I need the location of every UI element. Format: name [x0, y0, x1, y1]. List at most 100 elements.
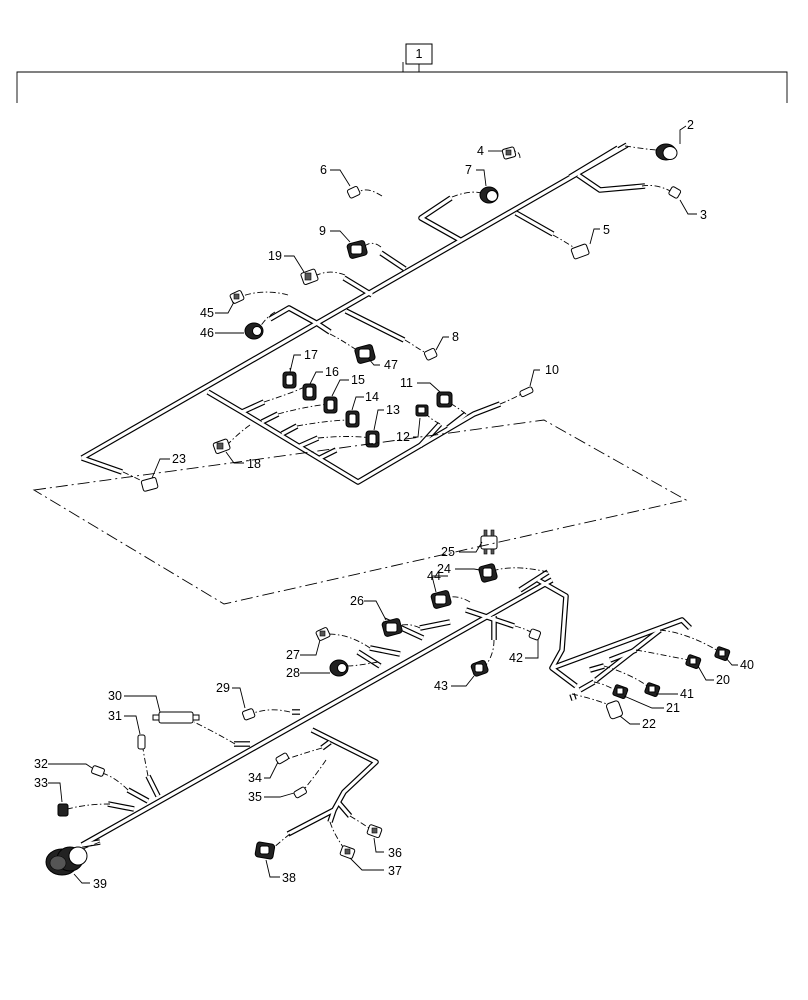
callout-26: 26 — [350, 594, 364, 608]
connector-13 — [365, 430, 380, 448]
assembly-callout-label: 1 — [416, 47, 423, 61]
harness-branch-core — [345, 309, 405, 342]
harness-branch-core — [81, 578, 553, 847]
connector-14 — [345, 410, 360, 428]
harness-branch-core — [577, 173, 646, 192]
connector-27 — [315, 627, 331, 641]
connector-23 — [140, 477, 159, 492]
harness-branch-core — [595, 628, 661, 682]
harness-branch-core — [81, 840, 101, 847]
harness-branch-core — [336, 800, 352, 818]
callout-45: 45 — [200, 306, 214, 320]
harness-branch-core — [551, 618, 692, 670]
callout-37: 37 — [388, 864, 402, 878]
callout-4: 4 — [477, 144, 484, 158]
callout-29: 29 — [216, 681, 230, 695]
callout-44: 44 — [427, 569, 441, 583]
detail-boundary — [32, 419, 688, 605]
callout-14: 14 — [365, 390, 379, 404]
callout-16: 16 — [325, 365, 339, 379]
callout-25: 25 — [441, 545, 455, 559]
harness-branch-core — [369, 646, 401, 656]
callout-leaders — [48, 125, 738, 884]
connector-18 — [212, 438, 231, 454]
connectors — [45, 143, 731, 876]
connector-3 — [668, 186, 682, 199]
harness-branch-core — [241, 400, 265, 414]
callout-35: 35 — [248, 790, 262, 804]
callout-9: 9 — [319, 224, 326, 238]
callout-12: 12 — [396, 430, 410, 444]
harness-branch-core — [299, 436, 319, 448]
callout-42: 42 — [509, 651, 523, 665]
connector-20 — [685, 654, 702, 669]
harness-branch-core — [447, 412, 467, 430]
callout-43: 43 — [434, 679, 448, 693]
harness-branch-core — [107, 802, 135, 811]
callout-28: 28 — [286, 666, 300, 680]
callout-40: 40 — [740, 658, 754, 672]
harness-branch-core — [81, 143, 628, 460]
connector-45 — [229, 290, 245, 304]
harness-branch-core — [569, 146, 619, 179]
callout-5: 5 — [603, 223, 610, 237]
connector-37 — [339, 845, 356, 860]
connector-30-module — [152, 711, 200, 724]
connector-24 — [478, 563, 498, 583]
connector-35 — [293, 786, 307, 799]
callout-10: 10 — [545, 363, 559, 377]
harness-branch-core — [380, 251, 406, 271]
callout-39: 39 — [93, 877, 107, 891]
callout-19: 19 — [268, 249, 282, 263]
callout-41: 41 — [680, 687, 694, 701]
harness-branch-core — [261, 412, 279, 424]
connector-7 — [479, 186, 499, 204]
callout-23: 23 — [172, 452, 186, 466]
callout-47: 47 — [384, 358, 398, 372]
connector-42 — [528, 628, 542, 641]
connector-33 — [57, 803, 69, 817]
connector-10 — [519, 386, 534, 398]
connector-41 — [644, 682, 661, 697]
assembly-bracket-line — [16, 71, 788, 103]
connector-36 — [366, 824, 383, 839]
callout-7: 7 — [465, 163, 472, 177]
connector-40 — [714, 646, 731, 661]
connector-43 — [470, 659, 489, 677]
connector-39-main — [45, 846, 88, 876]
connector-26 — [381, 618, 403, 637]
callout-11: 11 — [400, 376, 413, 390]
connector-32 — [91, 765, 105, 777]
connector-4 — [501, 146, 517, 160]
harness-branch-core — [519, 570, 549, 592]
callout-22: 22 — [642, 717, 656, 731]
harness-branch-core — [281, 424, 298, 436]
harness-tubes — [80, 142, 692, 848]
callout-38: 38 — [282, 871, 296, 885]
connector-25-relay — [480, 529, 498, 555]
callout-2: 2 — [687, 118, 694, 132]
assembly-bracket: 1 — [16, 43, 788, 103]
harness-branch-core — [419, 620, 451, 630]
harness-branch-core — [579, 680, 595, 692]
connector-31 — [137, 734, 146, 750]
harness-branch-core — [537, 578, 577, 688]
callout-15: 15 — [351, 373, 365, 387]
connector-12 — [415, 404, 429, 417]
connector-47 — [354, 344, 376, 364]
harness-branch-core — [269, 306, 319, 326]
wire-leads — [63, 145, 721, 855]
connector-9 — [346, 240, 368, 259]
connector-2 — [655, 143, 678, 161]
harness-branch-core — [465, 608, 515, 628]
harness-branch-core — [343, 276, 373, 297]
harness-branch-core — [321, 740, 331, 750]
callout-8: 8 — [452, 330, 459, 344]
connector-15 — [323, 396, 338, 414]
callout-6: 6 — [320, 163, 327, 177]
callout-33: 33 — [34, 776, 48, 790]
harness-branch-core — [146, 775, 160, 797]
callout-labels: 2 3 4 5 6 7 8 9 10 11 12 13 14 15 16 17 … — [34, 118, 754, 891]
harness-branch-core — [319, 448, 337, 460]
